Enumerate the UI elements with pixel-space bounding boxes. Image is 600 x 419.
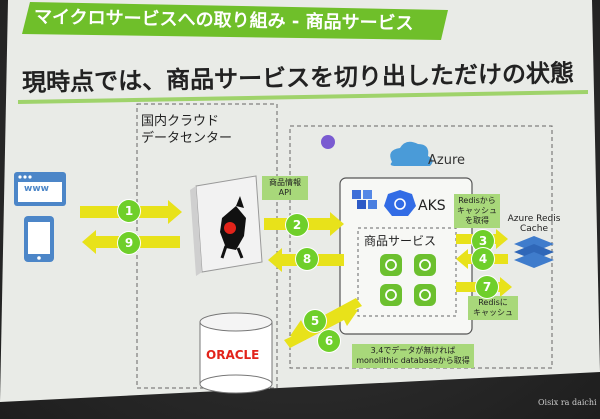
step-badge-4: 4 xyxy=(472,248,494,270)
step-badge-9: 9 xyxy=(118,232,140,254)
kubernetes-icon xyxy=(384,190,416,216)
step-badge-6: 6 xyxy=(318,330,340,352)
redis-store-tag: Redisに キャッシュ xyxy=(468,296,518,320)
redis-store-line-2: キャッシュ xyxy=(473,308,513,317)
fallback-note-line-2: monolithic databaseから取得 xyxy=(356,356,470,365)
step-badge-3: 3 xyxy=(472,230,494,252)
step-badge-8: 8 xyxy=(296,248,318,270)
redis-fetch-tag: Redisから キャッシュ を取得 xyxy=(454,194,500,228)
spring-service-icons xyxy=(380,254,436,306)
product-service-label: 商品サービス xyxy=(364,234,437,248)
step-badge-2: 2 xyxy=(286,214,308,236)
header-bar xyxy=(22,2,448,40)
redis-fetch-line-1: Redisから xyxy=(458,196,496,205)
step-badge-7: 7 xyxy=(476,276,498,298)
product-info-api-line-2: API xyxy=(278,188,292,197)
redis-fetch-line-2: キャッシュ xyxy=(457,206,497,215)
redis-store-line-1: Redisに xyxy=(478,298,508,307)
java-duke-server-icon xyxy=(190,175,263,276)
step-badge-5: 5 xyxy=(304,310,326,332)
subtitle-underline xyxy=(18,90,588,104)
browser-www-label: www xyxy=(24,184,49,194)
app-insights-icon xyxy=(321,135,335,149)
aks-cluster-icon xyxy=(352,190,377,209)
fallback-note-tag: 3,4でデータが無ければ monolithic databaseから取得 xyxy=(352,344,474,368)
watermark: Oisix ra daichi xyxy=(538,398,597,407)
azure-label: Azure xyxy=(428,153,466,168)
azure-cloud-icon xyxy=(390,141,433,166)
azure-redis-label: Azure Redis Cache xyxy=(506,214,562,234)
smartphone-icon xyxy=(24,216,54,262)
aks-label: AKS xyxy=(418,198,446,214)
redis-cache-icon xyxy=(514,236,554,268)
oracle-label: ORACLE xyxy=(206,348,260,362)
azure-redis-line-1: Azure Redis xyxy=(507,214,561,224)
browser-icon xyxy=(14,172,66,206)
product-service-box xyxy=(357,227,457,317)
step-badge-1: 1 xyxy=(118,200,140,222)
fallback-note-line-1: 3,4でデータが無ければ xyxy=(370,346,456,355)
azure-redis-line-2: Cache xyxy=(520,224,548,234)
product-info-api-line-1: 商品情報 xyxy=(269,178,301,187)
product-info-api-tag: 商品情報 API xyxy=(262,176,308,200)
oracle-database-icon xyxy=(199,312,273,394)
domestic-dc-label-1: 国内クラウド xyxy=(141,114,220,129)
domestic-dc-label-2: データセンター xyxy=(141,131,233,146)
redis-fetch-line-3: を取得 xyxy=(465,216,489,225)
